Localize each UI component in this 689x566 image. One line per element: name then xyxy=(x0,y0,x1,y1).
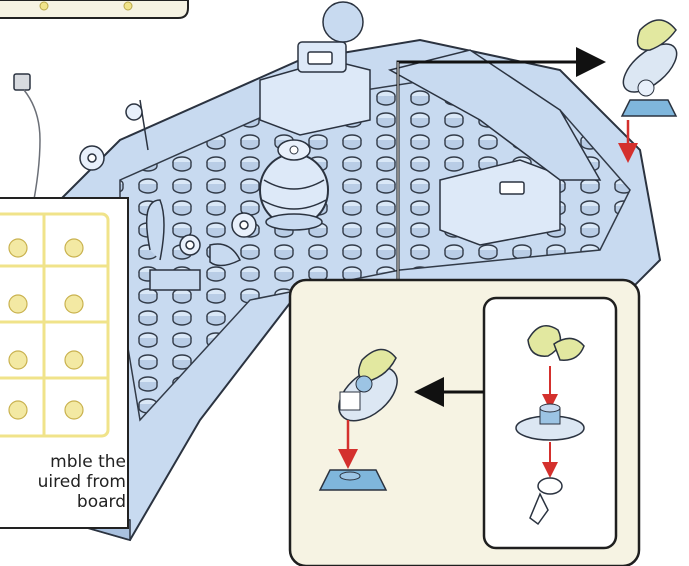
blue-clip-icon xyxy=(320,470,386,490)
sprue-caption: mble the uired from board xyxy=(0,452,126,512)
caption-line: uired from xyxy=(0,472,126,492)
small-connector-icon xyxy=(14,74,40,210)
caption-line: mble the xyxy=(0,452,126,472)
sub-assembly-panel xyxy=(290,280,639,566)
caption-line: board xyxy=(0,492,126,512)
previous-callout-box xyxy=(0,0,188,18)
butterfly-on-stand-icon xyxy=(615,20,685,116)
